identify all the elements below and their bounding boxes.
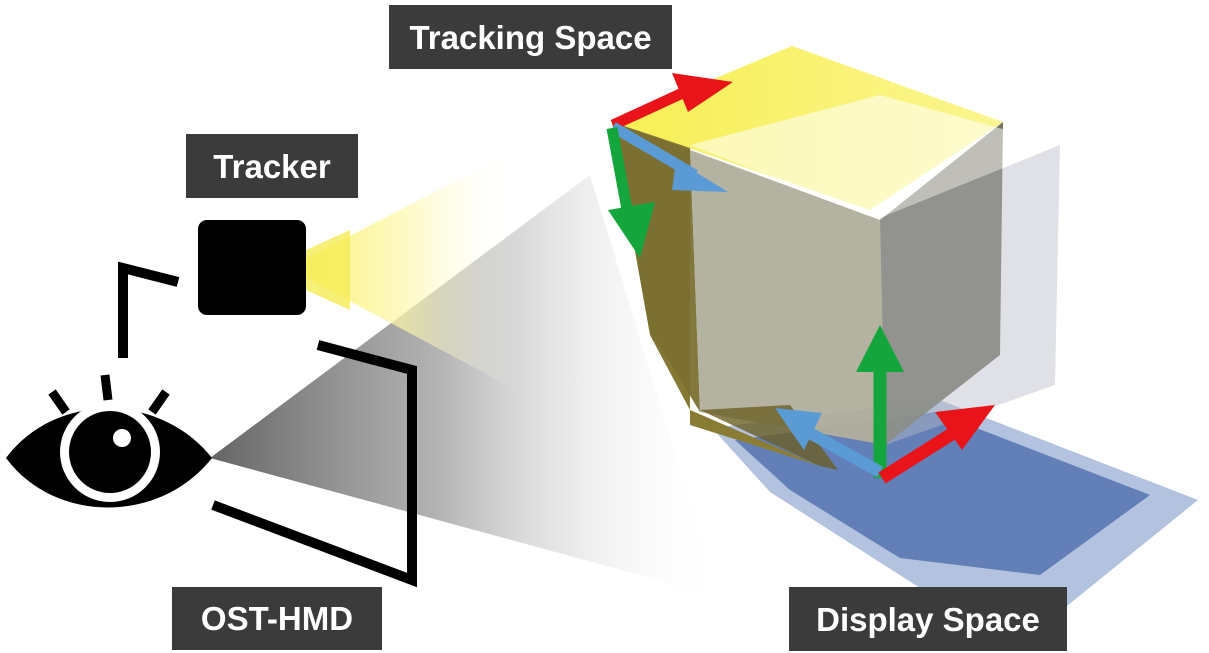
hmd-frame-icon [118,261,417,588]
hmd-view-cone [210,175,720,600]
eye-icon [6,374,212,508]
tracking-space-label: Tracking Space [389,5,672,69]
display-y-arrowhead [856,325,904,372]
display-space-label: Display Space [789,587,1067,651]
tracker-label: Tracker [186,134,358,198]
tracking-x-arrowhead [672,73,733,112]
display-z-axis [805,426,883,478]
ost-hmd-label: OST-HMD [172,587,382,650]
display-space-axes [775,325,995,484]
tracking-space-axes [606,73,733,258]
tracker-camera-icon [198,220,350,315]
tracking-y-axis [606,127,634,216]
tracker-view-cone [288,148,520,392]
display-x-arrowhead [935,405,995,450]
display-x-axis [878,426,959,484]
tracking-z-arrowhead [672,160,728,192]
tracking-y-arrowhead [608,202,655,258]
display-z-arrowhead [775,408,822,450]
